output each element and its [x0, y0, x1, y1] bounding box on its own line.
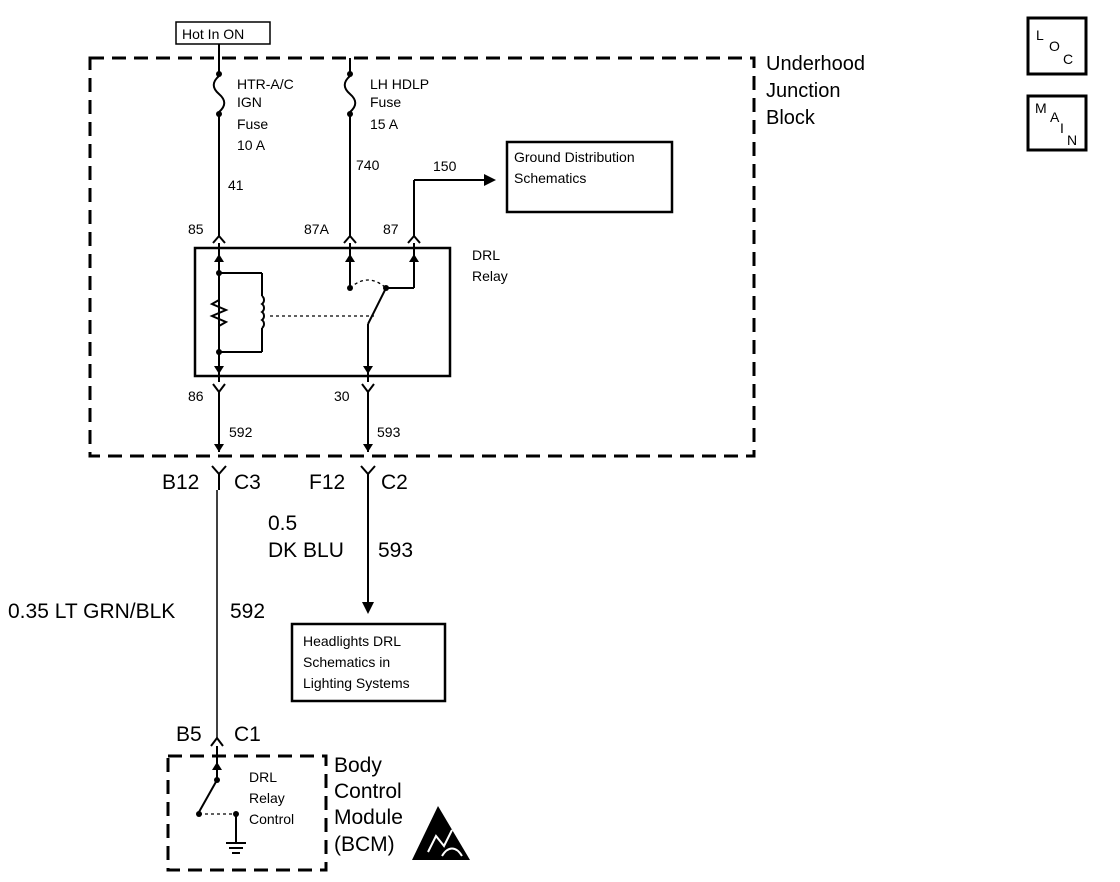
relay-coil-circuit [209, 243, 265, 382]
headlights-line1: Headlights DRL [303, 633, 401, 649]
bcm-control-line1: DRL [249, 769, 277, 785]
htr-fuse-label-4: 10 A [237, 137, 266, 153]
connector-symbols-c3-c2 [211, 465, 376, 490]
pin-30: 30 [334, 388, 350, 404]
junction-block-title-line3: Block [766, 107, 816, 129]
svg-text:A: A [1050, 109, 1060, 125]
wire-593-size: 0.5 [268, 512, 297, 535]
svg-text:C: C [1063, 51, 1073, 67]
upper-pin-connectors [212, 234, 421, 244]
wire-593-circuit: 593 [378, 539, 413, 562]
connector-b5: B5 [176, 723, 202, 746]
svg-text:O: O [1049, 38, 1060, 54]
headlights-line2: Schematics in [303, 654, 390, 670]
htr-fuse-label-1: HTR-A/C [237, 76, 294, 92]
htr-fuse-label-3: Fuse [237, 116, 268, 132]
main-icon[interactable]: M A I N [1026, 94, 1088, 152]
bcm-name-line3: Module [334, 806, 403, 829]
htr-fuse-label-2: IGN [237, 94, 262, 110]
circuit-592-inner: 592 [229, 424, 253, 440]
esd-warning-icon [412, 806, 470, 860]
relay-switch [270, 243, 419, 382]
circuit-740: 740 [356, 157, 380, 173]
bcm-name-line2: Control [334, 780, 402, 803]
pin-86: 86 [188, 388, 204, 404]
svg-text:N: N [1067, 132, 1077, 148]
svg-text:L: L [1036, 27, 1044, 43]
circuit-41: 41 [228, 177, 244, 193]
pin-85: 85 [188, 221, 204, 237]
bcm-name-line1: Body [334, 754, 382, 777]
lower-pin-connectors [212, 383, 375, 452]
connector-c1: C1 [234, 723, 261, 746]
connector-c2: C2 [381, 471, 408, 494]
ground-distribution-line2: Schematics [514, 170, 586, 186]
bcm-control-line3: Control [249, 811, 294, 827]
power-label-box [175, 21, 271, 45]
drl-relay-box [193, 246, 452, 378]
drl-relay-label-1: DRL [472, 247, 500, 263]
svg-text:M: M [1035, 100, 1047, 116]
wire-150 [413, 174, 496, 236]
bcm-control-line2: Relay [249, 790, 285, 806]
connector-symbol-c1 [210, 736, 224, 747]
lh-fuse-label-1: LH HDLP [370, 76, 429, 92]
bcm-name-line4: (BCM) [334, 833, 395, 856]
headlights-drl-box[interactable] [290, 622, 447, 703]
pin-87a: 87A [304, 221, 330, 237]
ground-distribution-box[interactable] [505, 140, 674, 214]
ground-distribution-line1: Ground Distribution [514, 149, 635, 165]
headlights-line3: Lighting Systems [303, 675, 410, 691]
junction-block-title-line1: Underhood [766, 53, 865, 75]
lh-hdlp-fuse [343, 58, 357, 236]
connector-c3: C3 [234, 471, 261, 494]
connector-f12: F12 [309, 471, 345, 494]
wire-593-color: DK BLU [268, 539, 344, 562]
junction-block-title-line2: Junction [766, 80, 841, 102]
lh-fuse-label-3: 15 A [370, 116, 399, 132]
circuit-593-inner: 593 [377, 424, 401, 440]
lh-fuse-label-2: Fuse [370, 94, 401, 110]
circuit-150: 150 [433, 158, 457, 174]
bcm-switch [196, 746, 246, 854]
bcm-box [166, 754, 328, 872]
wire-592-circuit: 592 [230, 600, 265, 623]
wire-592-color: 0.35 LT GRN/BLK [8, 600, 175, 623]
power-label: Hot In ON [182, 26, 244, 42]
connector-b12: B12 [162, 471, 199, 494]
loc-icon[interactable]: L O C [1026, 16, 1088, 76]
wire-593 [362, 490, 374, 614]
pin-87: 87 [383, 221, 399, 237]
htr-fuse [212, 44, 226, 236]
drl-relay-label-2: Relay [472, 268, 508, 284]
underhood-junction-block [88, 56, 756, 458]
svg-text:I: I [1060, 120, 1064, 136]
